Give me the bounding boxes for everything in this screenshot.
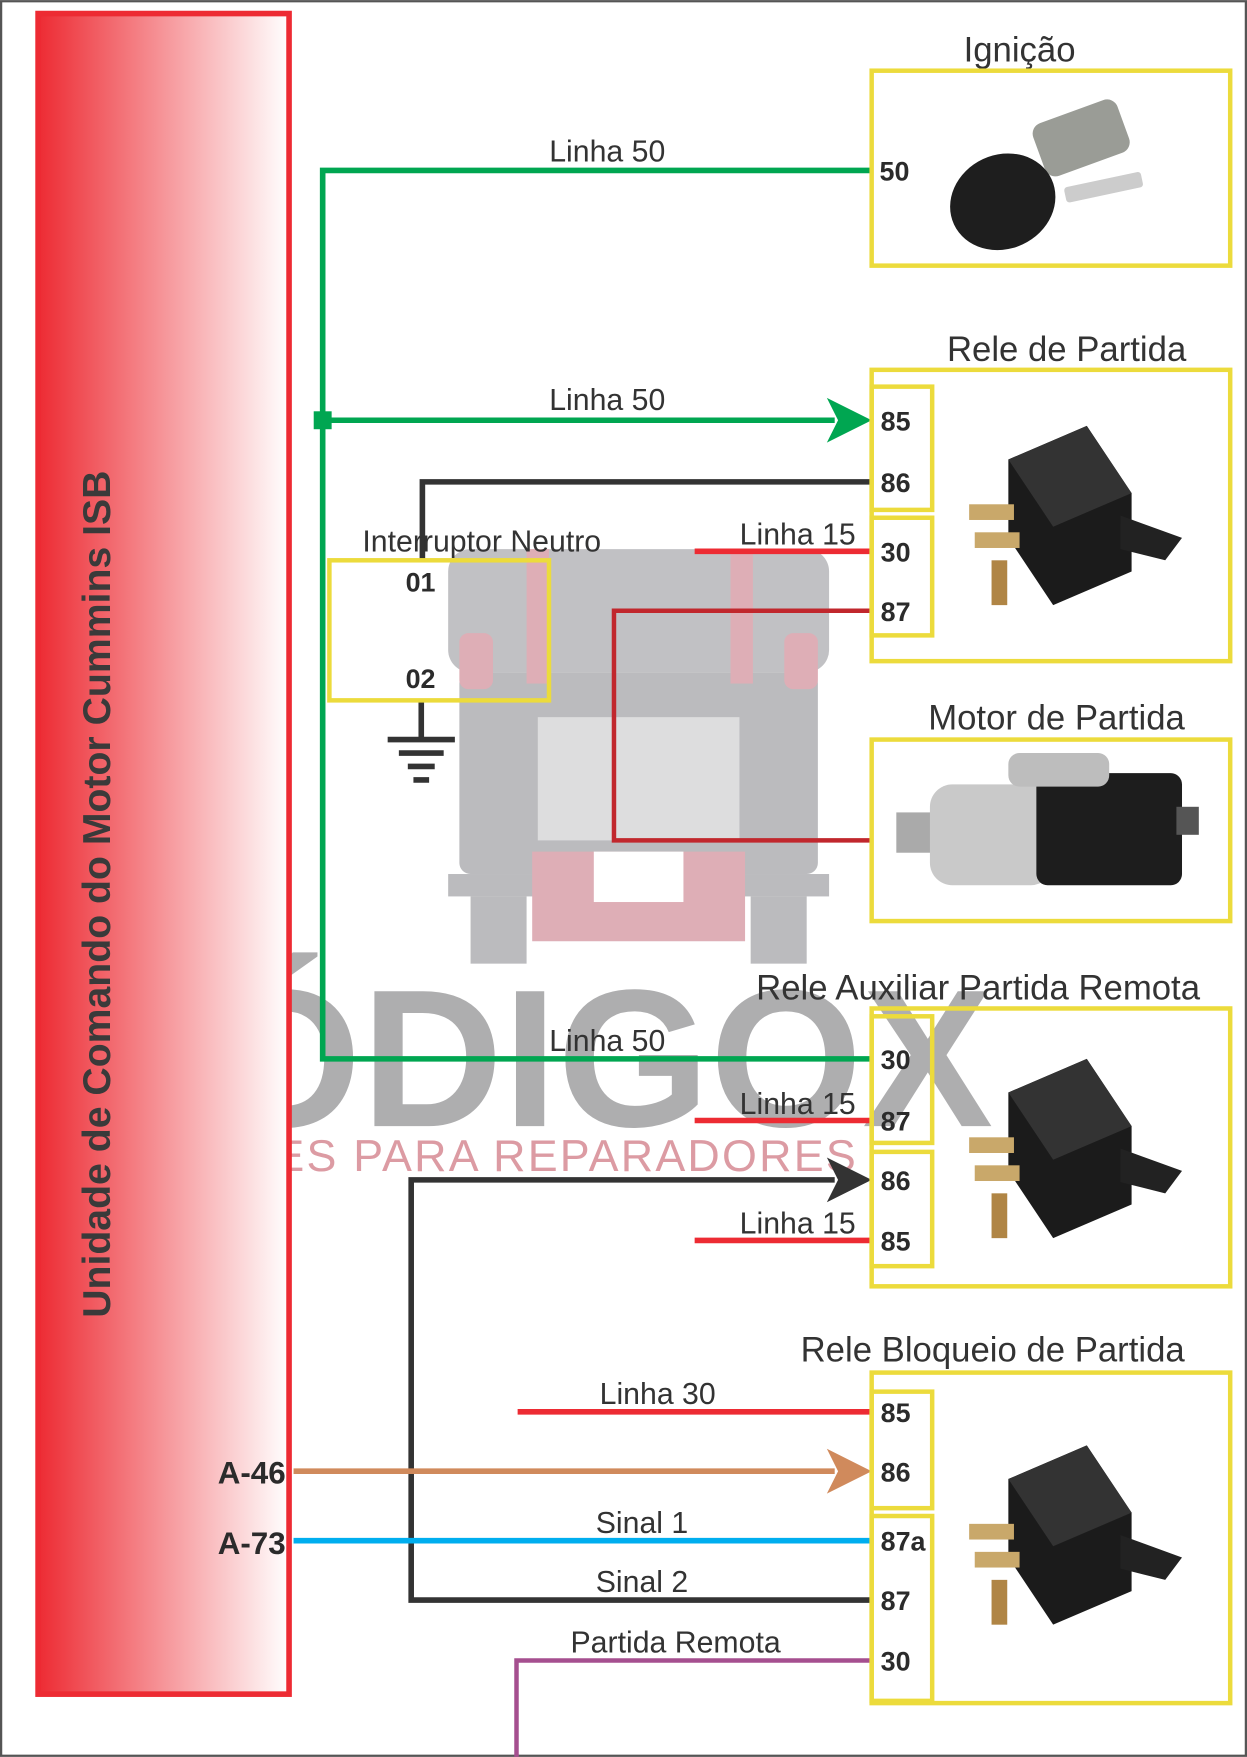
arrow-icon bbox=[826, 1157, 872, 1203]
pin-label: 85 bbox=[881, 406, 911, 436]
ecu-panel bbox=[35, 10, 292, 1697]
component-interruptor-neutro: Interruptor Neutro 01 02 bbox=[327, 525, 601, 703]
pin-label: 85 bbox=[881, 1398, 911, 1428]
pin-label: 86 bbox=[881, 1166, 911, 1196]
ecu-pin-a73: A-73 bbox=[218, 1526, 286, 1561]
ignition-key-icon bbox=[950, 99, 1143, 251]
wire-label: Partida Remota bbox=[571, 1627, 781, 1660]
wire-label: Linha 50 bbox=[549, 1025, 665, 1058]
component-rele-partida: Rele de Partida 85 86 30 87 bbox=[869, 331, 1233, 664]
ecu-label: Unidade de Comando do Motor Cummins ISB bbox=[76, 471, 119, 1318]
pin-label: 50 bbox=[880, 156, 910, 186]
wire-86-neutral bbox=[419, 479, 872, 561]
component-title: Rele Auxiliar Partida Remota bbox=[756, 970, 1201, 1008]
component-title: Interruptor Neutro bbox=[362, 525, 601, 558]
component-motor-partida: Motor de Partida bbox=[869, 699, 1233, 924]
pin-label: 02 bbox=[406, 664, 436, 694]
relay-icon bbox=[969, 1058, 1183, 1239]
junction-dot bbox=[313, 411, 332, 430]
starter-motor-icon bbox=[896, 753, 1199, 886]
component-title: Ignição bbox=[964, 32, 1076, 70]
component-title: Rele de Partida bbox=[947, 331, 1187, 369]
wire-label: Linha 50 bbox=[549, 384, 665, 417]
wire-87-motor bbox=[611, 608, 872, 843]
wire-label: Linha 30 bbox=[600, 1378, 716, 1411]
pin-label: 30 bbox=[881, 1045, 911, 1075]
pin-label: 86 bbox=[881, 468, 911, 498]
pin-label: 01 bbox=[406, 568, 436, 598]
arrow-icon bbox=[826, 1448, 872, 1494]
wire-label: Linha 50 bbox=[549, 135, 665, 168]
wire-label: Sinal 1 bbox=[596, 1507, 688, 1540]
pin-label: 85 bbox=[881, 1226, 911, 1256]
wire-partida-remota bbox=[514, 1658, 872, 1757]
arrow-icon bbox=[826, 397, 872, 443]
wire-label: Linha 15 bbox=[740, 519, 856, 552]
pin-label: 87 bbox=[881, 1107, 911, 1137]
pin-label: 87a bbox=[881, 1527, 927, 1557]
component-ignicao: Ignição 50 bbox=[869, 32, 1233, 268]
pin-label: 87 bbox=[881, 1586, 911, 1616]
relay-icon bbox=[969, 425, 1183, 606]
wire-sinal-2 bbox=[408, 1177, 872, 1603]
relay-icon bbox=[969, 1445, 1183, 1625]
component-rele-bloqueio: Rele Bloqueio de Partida 85 86 87a 87 30 bbox=[801, 1331, 1233, 1706]
pin-label: 87 bbox=[881, 597, 911, 627]
ground-icon bbox=[387, 700, 455, 783]
component-rele-auxiliar: Rele Auxiliar Partida Remota 30 87 86 85 bbox=[756, 970, 1233, 1289]
ecu-pin-a46: A-46 bbox=[218, 1456, 286, 1491]
pin-label: 86 bbox=[881, 1457, 911, 1487]
wire-label: Sinal 2 bbox=[596, 1566, 688, 1599]
pin-label: 30 bbox=[881, 1647, 911, 1677]
component-title: Rele Bloqueio de Partida bbox=[801, 1331, 1186, 1369]
pin-label: 30 bbox=[881, 537, 911, 567]
wire-label: Linha 15 bbox=[740, 1088, 856, 1121]
wire-label: Linha 15 bbox=[740, 1208, 856, 1241]
wire-linha-15 bbox=[517, 548, 872, 1415]
wire-linha-50 bbox=[319, 167, 872, 1062]
component-title: Motor de Partida bbox=[928, 699, 1185, 737]
